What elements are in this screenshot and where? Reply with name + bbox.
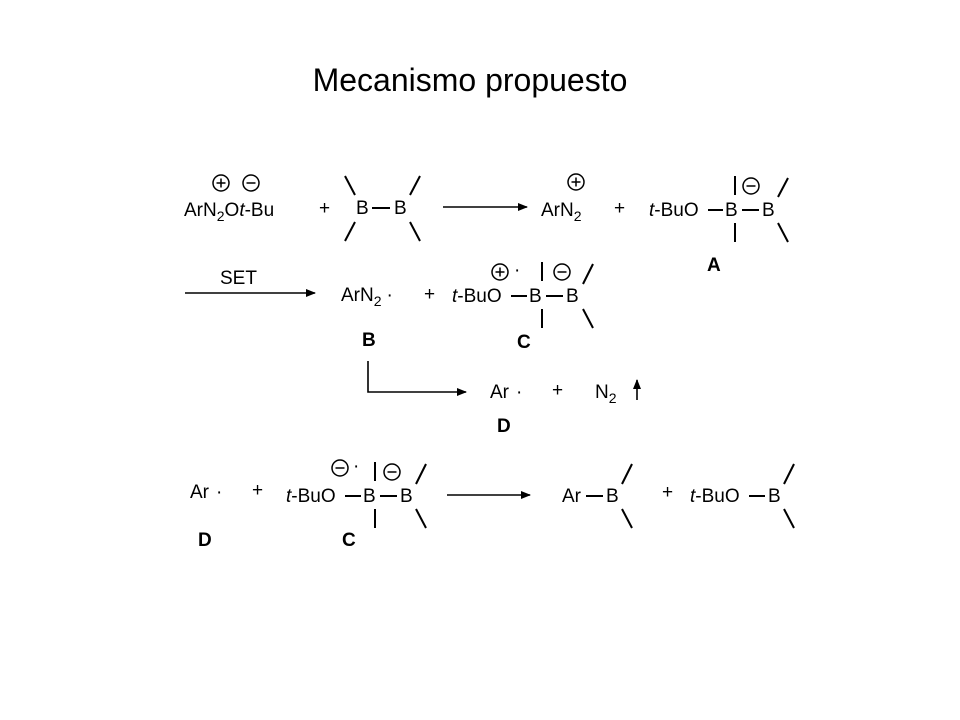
set-label: SET [220,268,257,289]
borate-radical-cation-c: t-BuO B B · [452,260,594,329]
svg-text:B: B [400,486,413,507]
negative-charge-icon [383,463,401,481]
negative-charge-icon [742,177,760,195]
plus-sign: + [552,380,563,401]
svg-text:B: B [356,198,369,219]
svg-text:t-BuO: t-BuO [452,286,502,307]
plus-sign: + [662,482,673,503]
svg-text:B: B [529,286,542,307]
plus-sign: + [252,480,263,501]
compound-label-b: B [362,330,376,351]
svg-text:B: B [566,286,579,307]
nitrogen-gas: N2 [595,382,617,406]
negative-charge-icon [553,263,571,281]
compound-label-d: D [497,416,511,437]
negative-charge-icon [242,174,260,192]
aryl-diazenyl-radical: ArN2· [341,285,393,309]
positive-charge-icon [567,173,585,191]
svg-text:Ar·: Ar· [190,482,222,503]
positive-charge-icon [212,174,230,192]
svg-text:·: · [514,260,520,281]
svg-text:t-BuO: t-BuO [286,486,336,507]
diazonium-tbutoxide: ArN2Ot-Bu [184,174,274,224]
slide-title: Mecanismo propuesto [312,62,628,98]
compound-label-a: A [707,255,721,276]
compound-label-c: C [517,332,531,353]
step-3: Ar· + N2 D [367,361,641,437]
compound-label-c: C [342,530,356,551]
compound-label-d: D [198,530,212,551]
step-4: Ar· D + t-BuO B B · C A [190,456,795,551]
svg-text:B: B [363,486,376,507]
fragmentation-arrow [367,361,467,396]
positive-charge-icon [491,263,509,281]
aryl-radical: Ar· [190,482,222,503]
svg-text:B: B [606,486,619,507]
aryl-radical: Ar· [490,382,522,403]
svg-text:ArN2: ArN2 [541,200,582,224]
svg-text:ArN2·: ArN2· [341,285,393,309]
svg-text:t-BuO: t-BuO [649,200,699,221]
tbutoxy-boron-product: t-BuO B [690,463,795,529]
svg-text:·: · [353,456,359,477]
borate-intermediate-a: t-BuO B B [649,176,789,243]
diboron-reagent: B B [344,175,421,242]
svg-text:ArN2Ot-Bu: ArN2Ot-Bu [184,200,274,224]
step-2: SET ArN2· B + t-BuO B B · [185,260,594,353]
step-1: ArN2Ot-Bu + B B ArN2 [184,173,789,276]
svg-text:Ar: Ar [562,486,582,507]
negative-charge-icon [331,459,349,477]
svg-text:B: B [394,198,407,219]
borate-radical-cation-c: t-BuO B B · [286,456,427,529]
plus-sign: + [614,198,625,219]
svg-text:B: B [768,486,781,507]
aryl-boronate-product: Ar B [562,463,633,529]
svg-text:B: B [725,200,738,221]
plus-sign: + [424,284,435,305]
aryl-diazonium-cation: ArN2 [541,173,585,224]
svg-text:t-BuO: t-BuO [690,486,740,507]
svg-text:N2: N2 [595,382,617,406]
plus-sign: + [319,198,330,219]
svg-text:B: B [762,200,775,221]
svg-text:Ar·: Ar· [490,382,522,403]
